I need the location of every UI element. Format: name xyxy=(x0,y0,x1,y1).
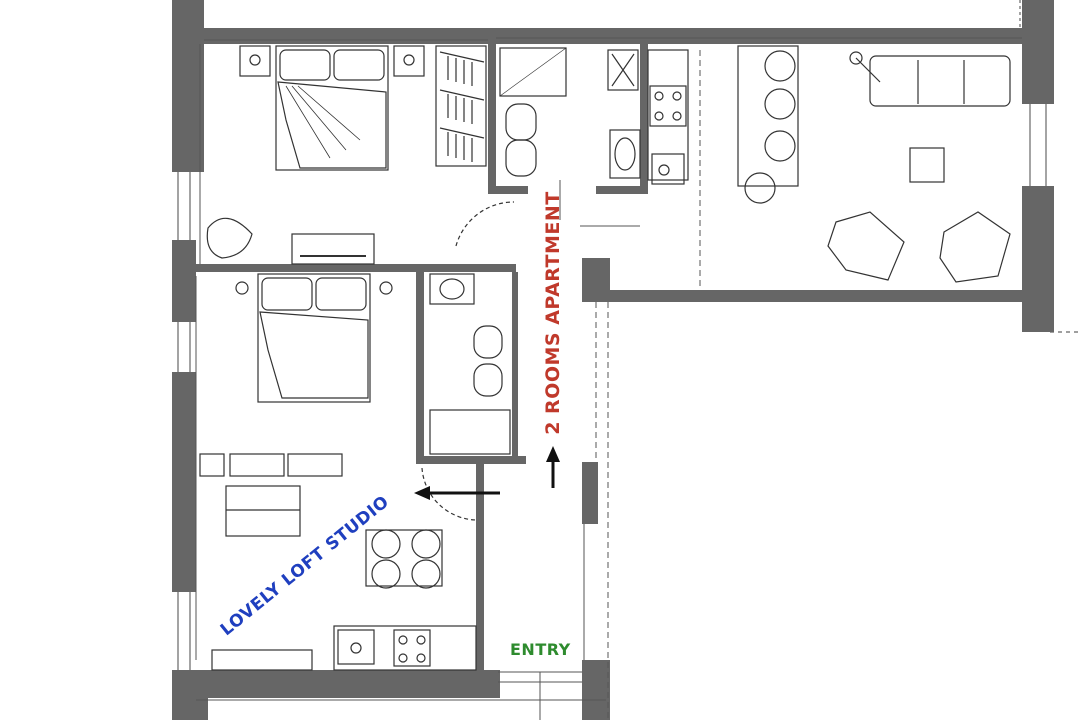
wardrobe xyxy=(435,45,487,167)
lamp-icon xyxy=(379,281,393,295)
bedroom-top xyxy=(206,45,515,265)
pillow xyxy=(279,49,331,81)
table xyxy=(365,529,443,587)
bathroom-top xyxy=(499,47,641,179)
double-bed xyxy=(275,45,389,171)
lamp-icon xyxy=(249,54,261,66)
sofa xyxy=(869,55,1011,107)
sink-cabinet xyxy=(429,273,475,305)
chair xyxy=(764,88,796,120)
door-swing xyxy=(455,201,515,247)
chair xyxy=(744,172,776,204)
kitchenette xyxy=(333,625,477,671)
sink-icon xyxy=(614,137,636,171)
bedroom-lower xyxy=(199,273,477,671)
hob xyxy=(649,85,687,127)
nightstand xyxy=(393,45,425,77)
chair xyxy=(764,50,796,82)
double-bed xyxy=(257,273,371,403)
living-room xyxy=(647,45,1011,283)
bathroom-lower xyxy=(429,273,511,455)
kitchen-sink xyxy=(651,153,685,185)
armchair xyxy=(827,211,905,281)
toilet xyxy=(473,363,503,397)
hob xyxy=(393,629,431,667)
label-2-rooms-apartment: 2 ROOMS APARTMENT xyxy=(542,191,564,435)
armchair xyxy=(206,217,253,259)
kitchen-counter xyxy=(647,49,689,181)
sink-cabinet xyxy=(609,129,641,179)
armchair xyxy=(939,211,1011,283)
bed-sheet xyxy=(277,81,387,169)
interior-lines xyxy=(195,37,1022,720)
label-entry: ENTRY xyxy=(510,640,571,659)
walls xyxy=(172,0,1054,720)
windows xyxy=(177,0,1080,672)
desk xyxy=(291,233,375,265)
pillow xyxy=(333,49,385,81)
bidet xyxy=(473,325,503,359)
arrows xyxy=(414,446,560,500)
bidet xyxy=(505,103,537,141)
shower xyxy=(499,47,567,97)
washer xyxy=(607,49,639,91)
lamp-icon xyxy=(403,54,415,66)
lamp-icon xyxy=(235,281,249,295)
toilet xyxy=(505,139,537,177)
chair xyxy=(764,130,796,162)
dining-table xyxy=(737,45,799,187)
nightstand xyxy=(239,45,271,77)
shower xyxy=(429,409,511,455)
sofa-bed xyxy=(225,485,301,537)
coffee-table xyxy=(909,147,945,183)
